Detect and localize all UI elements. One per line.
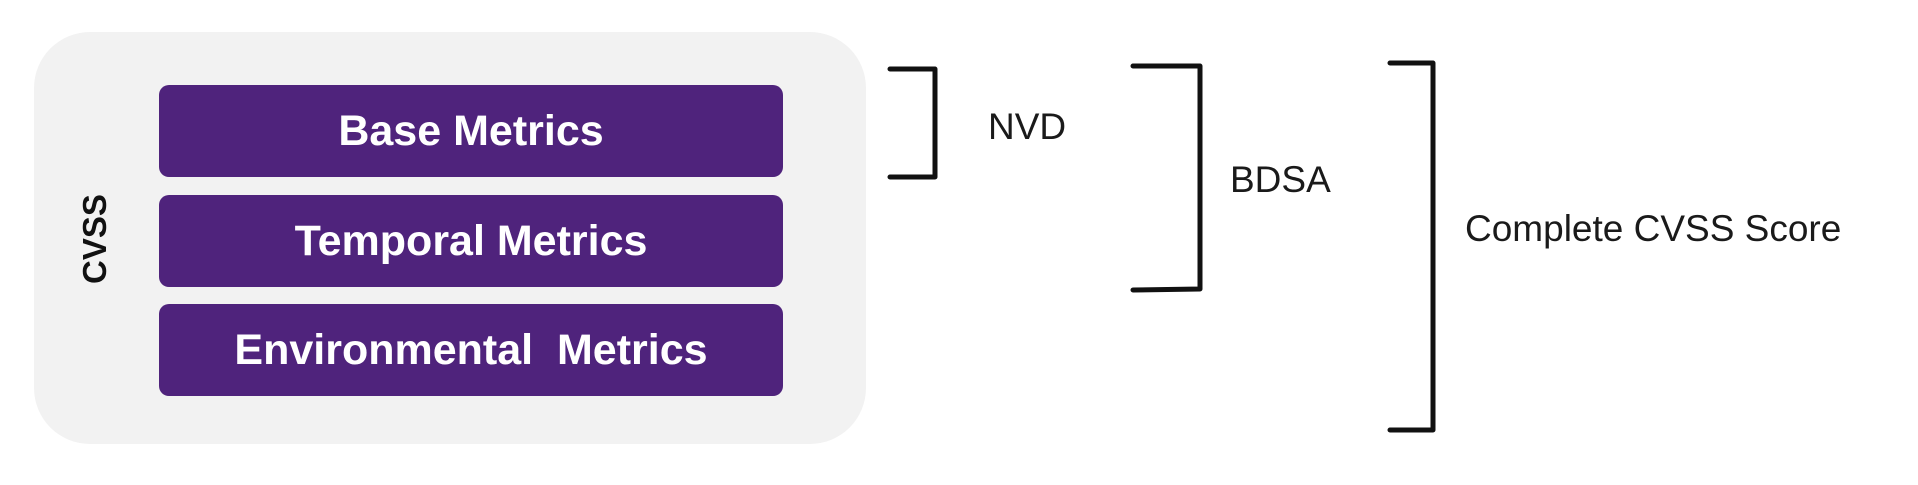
complete-cvss-score-label: Complete CVSS Score	[1465, 208, 1842, 249]
environmental-metrics-box: Environmental Metrics	[159, 304, 783, 396]
complete-score-bracket	[1387, 60, 1436, 433]
nvd-label: NVD	[988, 106, 1067, 147]
nvd-bracket	[887, 66, 938, 180]
bdsa-bracket	[1130, 63, 1203, 293]
base-metrics-box: Base Metrics	[159, 85, 783, 177]
bdsa-label: BDSA	[1230, 159, 1331, 200]
temporal-metrics-box: Temporal Metrics	[159, 195, 783, 287]
